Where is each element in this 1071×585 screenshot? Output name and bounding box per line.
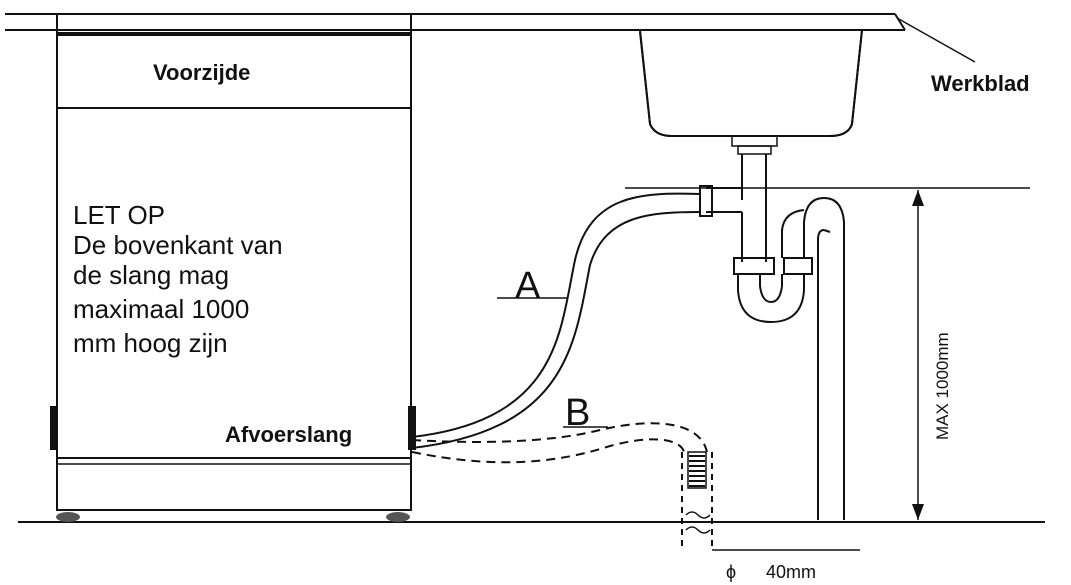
front-label: Voorzijde bbox=[153, 60, 250, 85]
max-height-dimension: MAX 1000mm bbox=[625, 187, 1030, 520]
note-line-4: maximaal 1000 bbox=[73, 294, 249, 324]
max-height-label: MAX 1000mm bbox=[933, 332, 952, 440]
hose-a: A bbox=[411, 192, 701, 449]
diameter-symbol: ϕ bbox=[726, 562, 736, 582]
hose-b: B bbox=[411, 392, 708, 464]
diameter-label: 40mm bbox=[766, 562, 816, 582]
note-line-3: de slang mag bbox=[73, 260, 229, 290]
height-note: LET OP De bovenkant van de slang mag max… bbox=[73, 200, 283, 358]
dishwasher bbox=[50, 13, 416, 522]
standpipe bbox=[681, 451, 860, 551]
sink-trap bbox=[699, 154, 845, 520]
drain-hose-label: Afvoerslang bbox=[225, 422, 352, 447]
note-line-5: mm hoog zijn bbox=[73, 328, 228, 358]
left-foot bbox=[56, 512, 80, 522]
worktop bbox=[5, 13, 976, 63]
right-foot bbox=[386, 512, 410, 522]
sink-basin bbox=[622, 29, 880, 155]
option-a-label: A bbox=[515, 265, 541, 307]
note-line-1: LET OP bbox=[73, 200, 165, 230]
option-b-label: B bbox=[565, 392, 590, 434]
note-line-2: De bovenkant van bbox=[73, 230, 283, 260]
worktop-label: Werkblad bbox=[931, 71, 1030, 96]
